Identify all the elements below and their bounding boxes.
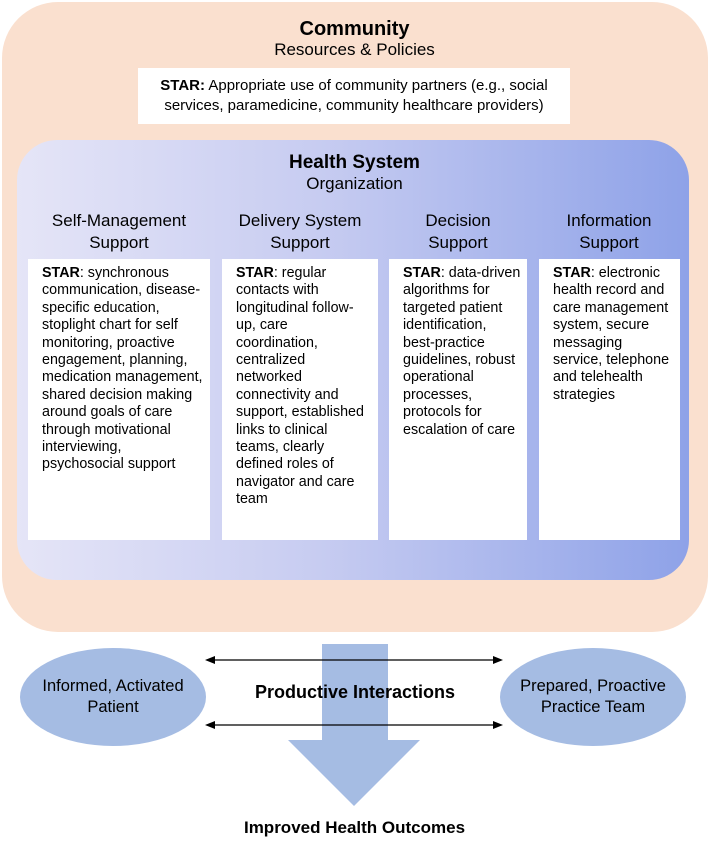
bottom-double-arrow <box>205 721 503 729</box>
delivery-system-star-label: STAR <box>236 265 274 281</box>
information-support-header: Information Support <box>538 210 680 254</box>
delivery-system-header-line2: Support <box>270 233 330 252</box>
community-star-label: STAR: <box>160 77 206 94</box>
decision-support-star-label: STAR <box>403 265 441 281</box>
information-support-header-line2: Support <box>579 233 639 252</box>
community-title: Community <box>299 18 410 40</box>
health-system-title: Health System <box>289 152 420 173</box>
delivery-system-header: Delivery System Support <box>220 210 380 254</box>
self-management-text: : synchronous communication, disease-spe… <box>42 265 203 473</box>
community-subtitle: Resources & Policies <box>274 40 435 59</box>
patient-oval: Informed, Activated Patient <box>20 648 206 746</box>
productive-interactions-label: Productive Interactions <box>254 682 456 702</box>
decision-support-header-line2: Support <box>428 233 488 252</box>
self-management-star-label: STAR <box>42 265 80 281</box>
decision-support-box: STAR: data-driven algorithms for targete… <box>389 259 527 540</box>
delivery-system-text: : regular contacts with longitudinal fol… <box>236 265 364 508</box>
self-management-box: STAR: synchronous communication, disease… <box>28 259 210 540</box>
patient-line2: Patient <box>87 698 139 716</box>
delivery-system-box: STAR: regular contacts with longitudinal… <box>222 259 378 540</box>
patient-line1: Informed, Activated <box>42 677 184 695</box>
information-support-text: : electronic health record and care mana… <box>553 265 670 403</box>
information-support-box: STAR: electronic health record and care … <box>539 259 680 540</box>
team-oval: Prepared, Proactive Practice Team <box>500 648 686 746</box>
information-support-header-line1: Information <box>566 211 652 230</box>
top-double-arrow <box>205 656 503 664</box>
team-line1: Prepared, Proactive <box>520 677 666 695</box>
self-management-header-line2: Support <box>89 233 149 252</box>
delivery-system-header-line1: Delivery System <box>238 211 362 230</box>
team-line2: Practice Team <box>540 698 646 716</box>
decision-support-header-line1: Decision <box>425 211 491 230</box>
community-star-text: Appropriate use of community partners (e… <box>164 77 548 114</box>
self-management-header-line1: Self-Management <box>51 211 187 230</box>
information-support-star-label: STAR <box>553 265 591 281</box>
self-management-header: Self-Management Support <box>28 210 210 254</box>
decision-support-header: Decision Support <box>388 210 528 254</box>
health-system-subtitle: Organization <box>306 174 403 193</box>
decision-support-text: : data-driven algorithms for targeted pa… <box>403 265 521 438</box>
improved-outcomes-label: Improved Health Outcomes <box>243 818 466 837</box>
community-star-box: STAR: Appropriate use of community partn… <box>138 68 570 124</box>
